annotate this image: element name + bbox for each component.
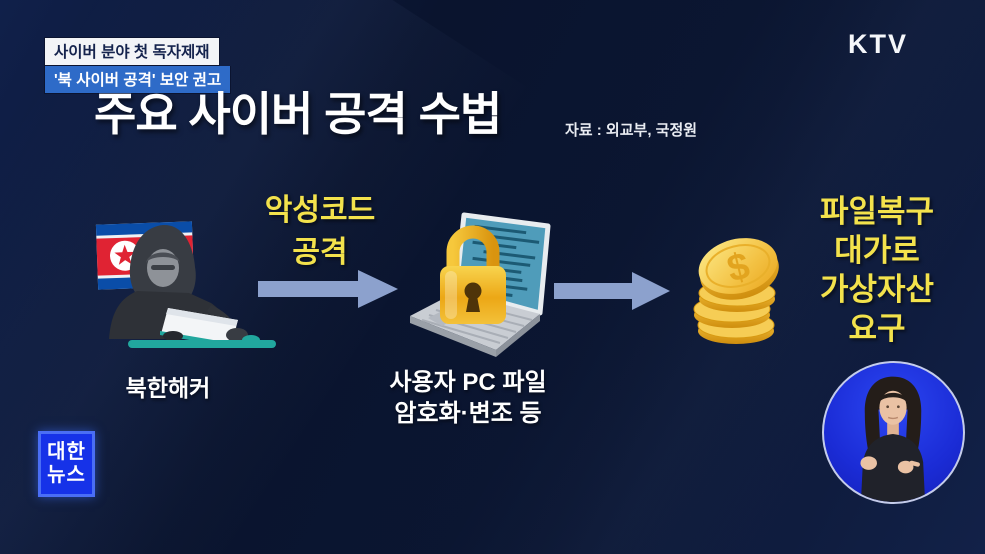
program-logo-line1: 대한 xyxy=(47,441,86,463)
locked-laptop-icon xyxy=(410,212,551,357)
program-logo-line2: 뉴스 xyxy=(47,464,86,486)
victim-label: 사용자 PC 파일 암호화·변조 등 xyxy=(362,367,574,429)
topic-badge-secondary: '북 사이버 공격' 보안 권고 xyxy=(44,66,232,94)
program-logo: 대한 뉴스 xyxy=(38,431,95,497)
attack-annotation: 악성코드 공격 xyxy=(240,190,400,274)
result-annotation-line2: 대가로 xyxy=(834,233,920,268)
channel-logo: KTV xyxy=(848,29,908,59)
result-annotation-line4: 요구 xyxy=(848,311,906,346)
hacker-label: 북한해커 xyxy=(125,375,211,401)
result-annotation: 파일복구 대가로 가상자산 요구 xyxy=(793,192,961,348)
attack-annotation-line2: 공격 xyxy=(292,236,348,269)
headline-badges: 사이버 분야 첫 독자제재 '북 사이버 공격' 보안 권고 xyxy=(44,37,232,94)
north-korea-hacker-icon xyxy=(95,221,276,348)
interpreter-figure-icon xyxy=(860,376,926,502)
flow-arrow-2-icon xyxy=(554,272,670,310)
attack-annotation-line1: 악성코드 xyxy=(264,194,376,227)
topic-badge-primary: 사이버 분야 첫 독자제재 xyxy=(44,37,220,66)
result-annotation-line3: 가상자산 xyxy=(819,272,935,307)
victim-label-line1: 사용자 PC 파일 xyxy=(389,369,547,396)
result-annotation-line1: 파일복구 xyxy=(819,194,935,229)
victim-label-line2: 암호화·변조 등 xyxy=(394,400,542,427)
source-credit: 자료 : 외교부, 국정원 xyxy=(565,122,698,139)
gold-coins-icon: $ xyxy=(693,238,779,344)
page-title: 주요 사이버 공격 수법 xyxy=(94,88,502,140)
flow-arrow-1-icon xyxy=(258,270,398,308)
sign-language-interpreter xyxy=(822,361,965,504)
